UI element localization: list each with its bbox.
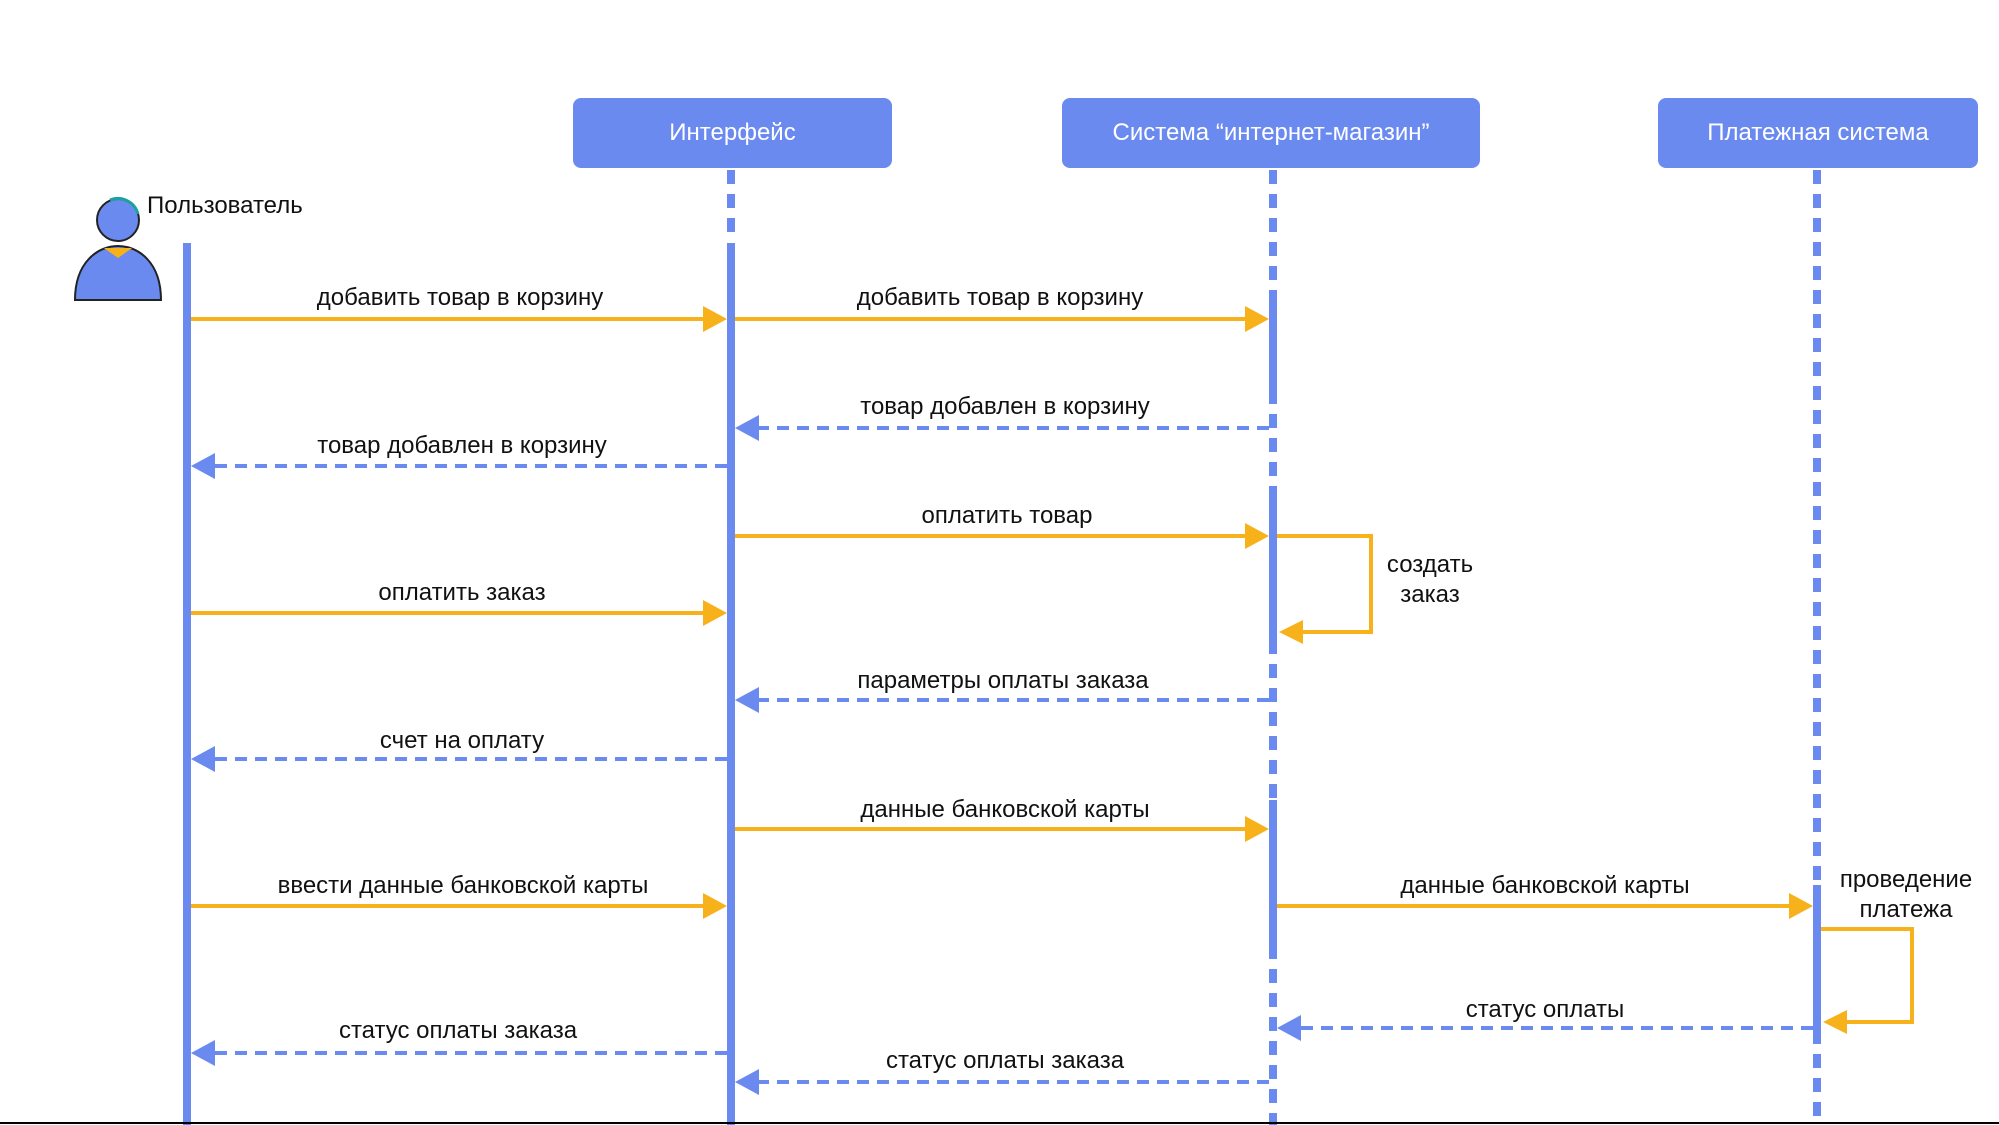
reply-arrow: [191, 453, 727, 479]
msg-label-self-create-order: создать заказ: [1386, 551, 1474, 608]
self-message-arrow: [1821, 927, 1914, 1034]
participant-payment-system: Платежная система: [1658, 98, 1978, 168]
msg-label-12: данные банковской карты: [1400, 872, 1690, 899]
msg-label-5: оплатить товар: [921, 502, 1093, 529]
call-arrow: [735, 306, 1269, 332]
call-arrow: [191, 893, 727, 919]
user-icon: [73, 197, 163, 301]
call-arrow: [735, 816, 1269, 842]
msg-label-11: ввести данные банковской карты: [277, 872, 649, 899]
self-message-arrow: [1277, 534, 1373, 644]
msg-label-8: параметры оплаты заказа: [857, 667, 1149, 694]
msg-label-1: добавить товар в корзину: [316, 284, 604, 311]
call-arrow: [191, 600, 727, 626]
reply-arrow: [735, 1069, 1269, 1095]
reply-arrow: [735, 415, 1269, 441]
reply-arrow: [735, 687, 1269, 713]
bottom-border: [0, 1122, 1999, 1124]
reply-arrow: [1277, 1015, 1813, 1041]
msg-label-9: счет на оплату: [379, 727, 545, 754]
msg-label-16: статус оплаты заказа: [885, 1047, 1125, 1074]
participant-interface: Интерфейс: [573, 98, 892, 168]
reply-arrow: [191, 746, 727, 772]
msg-label-14: статус оплаты: [1465, 996, 1625, 1023]
call-arrow: [1277, 893, 1813, 919]
call-arrow: [735, 523, 1269, 549]
msg-label-7: оплатить заказ: [378, 579, 546, 606]
msg-label-10: данные банковской карты: [860, 796, 1150, 823]
msg-label-3: товар добавлен в корзину: [860, 393, 1150, 420]
msg-label-self-payment: проведение платежа: [1839, 866, 1973, 923]
actor-label: Пользователь: [147, 192, 303, 219]
msg-label-2: добавить товар в корзину: [856, 284, 1144, 311]
msg-label-4: товар добавлен в корзину: [317, 432, 607, 459]
msg-label-15: статус оплаты заказа: [338, 1017, 578, 1044]
reply-arrow: [191, 1040, 727, 1066]
participant-shop-system: Система “интернет-магазин”: [1062, 98, 1480, 168]
call-arrow: [191, 306, 727, 332]
